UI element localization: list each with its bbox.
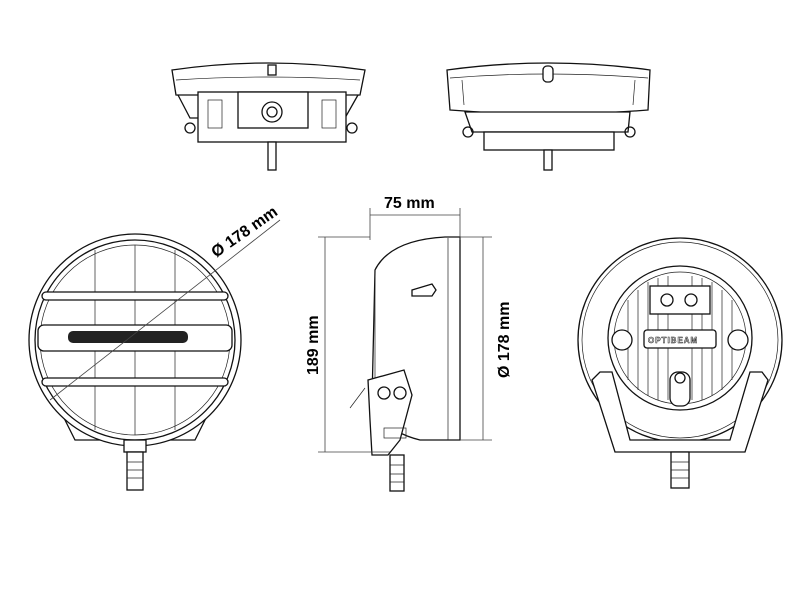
height-label: 189 mm [305,315,322,375]
brand-logo: OPTIBEAM [648,336,698,345]
top-view-mounting [171,62,366,171]
depth-label: 75 mm [384,195,435,212]
front-diameter-label: Ø 178 mm [209,203,281,261]
front-view: Ø 178 mm [28,203,281,491]
top-view-rear [446,62,651,171]
side-diameter-label: Ø 178 mm [496,302,513,378]
side-view: 75 mm 189 mm Ø 178 mm [305,195,513,492]
back-view: OPTIBEAM [577,237,783,489]
